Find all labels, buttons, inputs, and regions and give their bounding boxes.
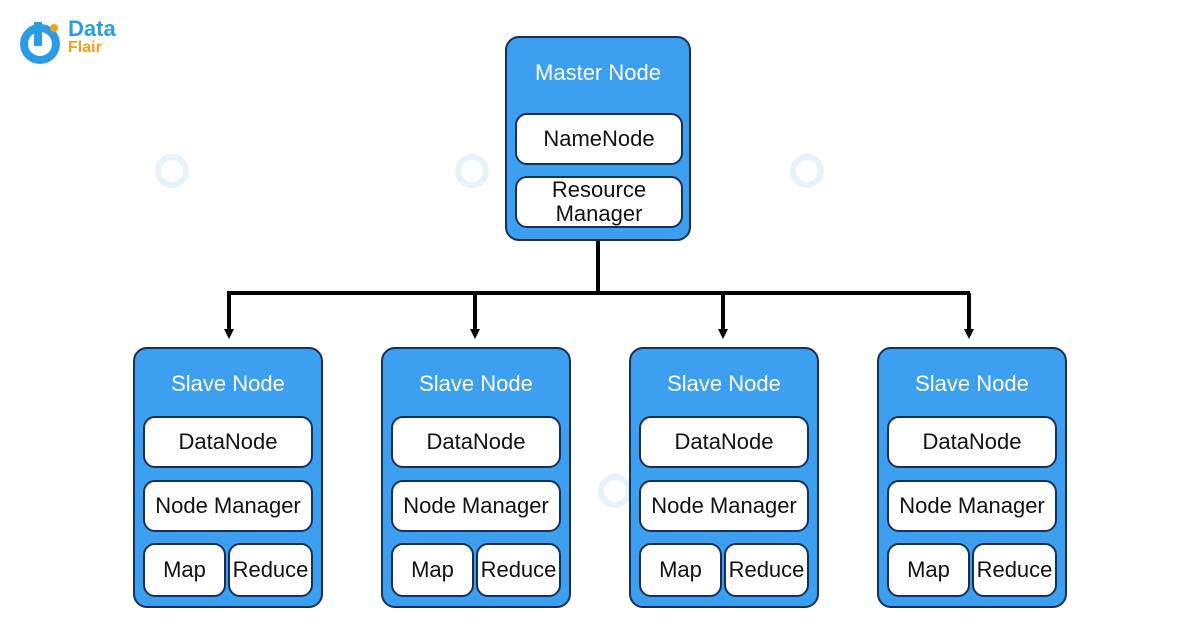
master-node: Master Node NameNode Resource Manager	[505, 36, 691, 241]
slave-node-title: Slave Node	[171, 371, 285, 396]
resource-manager-box: Resource Manager	[515, 176, 683, 228]
map-box: Map	[639, 543, 722, 597]
slave-node-title: Slave Node	[419, 371, 533, 396]
map-box: Map	[143, 543, 226, 597]
slave-node-title: Slave Node	[667, 371, 781, 396]
node-manager-box: Node Manager	[639, 480, 809, 532]
logo-text-flair: Flair	[68, 39, 102, 56]
dataflair-watermark-icon	[455, 150, 565, 194]
node-manager-box: Node Manager	[391, 480, 561, 532]
dataflair-logo: Data Flair	[18, 14, 138, 68]
slave-node-title: Slave Node	[915, 371, 1029, 396]
datanode-box: DataNode	[887, 416, 1057, 468]
datanode-box: DataNode	[639, 416, 809, 468]
dataflair-watermark-icon	[155, 150, 265, 194]
logo-text-data: Data	[68, 16, 116, 41]
datanode-box: DataNode	[391, 416, 561, 468]
map-box: Map	[887, 543, 970, 597]
slave-node-4: Slave Node DataNode Node Manager Map Red…	[877, 347, 1067, 608]
slave-node-1: Slave Node DataNode Node Manager Map Red…	[133, 347, 323, 608]
namenode-box: NameNode	[515, 113, 683, 165]
reduce-box: Reduce	[476, 543, 561, 597]
map-box: Map	[391, 543, 474, 597]
slave-node-2: Slave Node DataNode Node Manager Map Red…	[381, 347, 571, 608]
reduce-box: Reduce	[724, 543, 809, 597]
node-manager-box: Node Manager	[887, 480, 1057, 532]
master-node-title: Master Node	[535, 60, 661, 85]
reduce-box: Reduce	[228, 543, 313, 597]
reduce-box: Reduce	[972, 543, 1057, 597]
dataflair-watermark-icon	[790, 150, 900, 194]
slave-node-3: Slave Node DataNode Node Manager Map Red…	[629, 347, 819, 608]
datanode-box: DataNode	[143, 416, 313, 468]
node-manager-box: Node Manager	[143, 480, 313, 532]
dataflair-logo-icon	[20, 22, 60, 64]
